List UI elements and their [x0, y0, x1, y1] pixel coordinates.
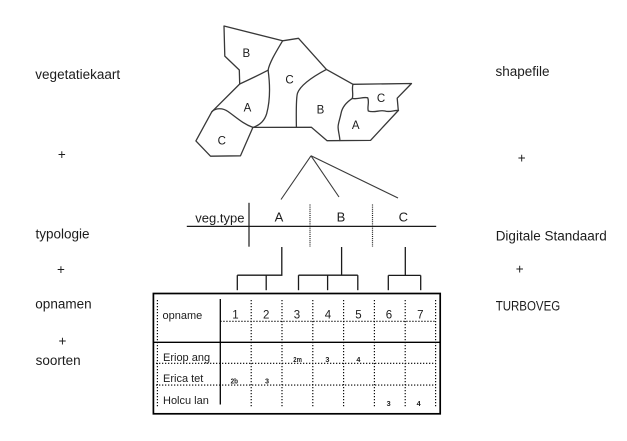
svg-text:A: A: [275, 209, 284, 224]
svg-text:+: +: [518, 151, 526, 166]
svg-text:4: 4: [325, 310, 332, 322]
svg-text:1: 1: [232, 310, 238, 322]
svg-text:2m: 2m: [293, 355, 302, 364]
svg-text:C: C: [399, 209, 408, 224]
svg-text:7: 7: [417, 310, 423, 322]
svg-text:B: B: [242, 48, 250, 60]
svg-text:4: 4: [356, 355, 361, 364]
svg-text:Holcu lan: Holcu lan: [163, 395, 209, 407]
svg-text:6: 6: [386, 310, 392, 322]
svg-text:shapefile: shapefile: [496, 64, 550, 79]
svg-text:2b: 2b: [231, 377, 239, 386]
svg-text:Digitale Standaard: Digitale Standaard: [496, 229, 607, 244]
svg-text:vegetatiekaart: vegetatiekaart: [35, 67, 120, 82]
svg-text:C: C: [285, 75, 293, 87]
svg-text:+: +: [516, 262, 524, 277]
svg-text:5: 5: [355, 310, 361, 322]
svg-text:opnamen: opnamen: [35, 297, 91, 312]
svg-text:Eriop ang: Eriop ang: [163, 352, 210, 364]
svg-text:TURBOVEG: TURBOVEG: [496, 299, 561, 314]
svg-text:3: 3: [325, 355, 329, 364]
svg-text:C: C: [377, 93, 385, 105]
svg-text:C: C: [218, 136, 226, 148]
svg-text:3: 3: [294, 310, 300, 322]
svg-text:Erica tet: Erica tet: [163, 373, 203, 385]
svg-text:typologie: typologie: [36, 227, 90, 242]
svg-text:+: +: [57, 262, 65, 277]
svg-text:opname: opname: [163, 310, 203, 322]
svg-text:A: A: [244, 103, 252, 115]
svg-text:4: 4: [417, 399, 422, 408]
svg-text:3: 3: [265, 377, 269, 386]
svg-text:+: +: [58, 147, 66, 162]
svg-text:soorten: soorten: [36, 353, 81, 368]
svg-text:3: 3: [387, 399, 391, 408]
svg-text:B: B: [317, 105, 325, 117]
svg-text:B: B: [337, 209, 346, 224]
svg-text:A: A: [352, 120, 360, 132]
svg-text:2: 2: [263, 310, 269, 322]
svg-text:+: +: [59, 334, 67, 349]
svg-text:veg.type: veg.type: [195, 210, 244, 225]
